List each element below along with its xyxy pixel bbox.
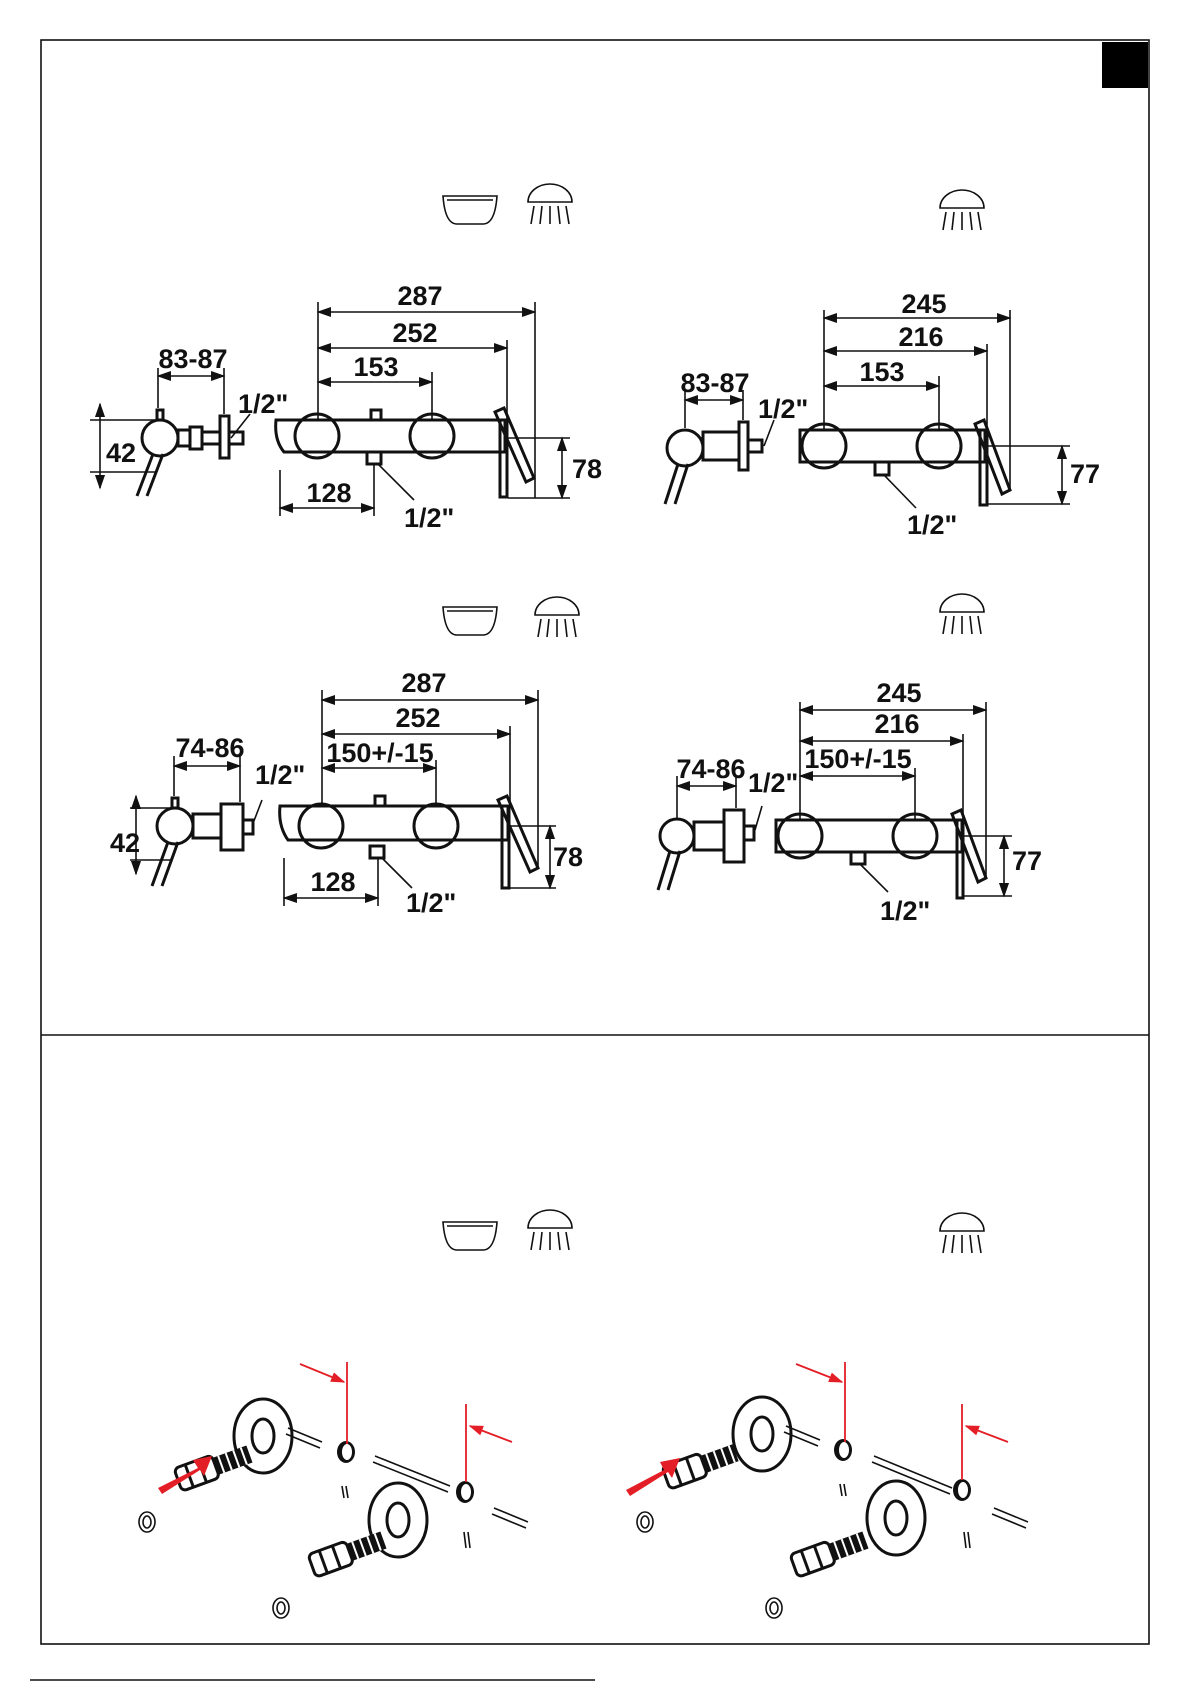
dim-body-length: 216	[898, 322, 943, 352]
corner-tab	[1102, 42, 1148, 88]
bathtub-icon	[443, 1222, 497, 1250]
dim-connector-range: 83-87	[680, 368, 749, 398]
dim-height: 77	[1012, 846, 1042, 876]
shower-head-icon	[528, 184, 572, 224]
dim-inlet-thread: 1/2"	[255, 760, 305, 790]
dim-connector-range: 74-86	[676, 754, 745, 784]
insert-direction-arrow	[158, 1456, 212, 1494]
dim-height: 78	[553, 842, 583, 872]
shower-connector-install-diagram	[626, 1362, 1028, 1618]
dim-side-height: 42	[110, 828, 140, 858]
insert-direction-arrow	[626, 1458, 680, 1496]
dim-inlet-thread: 1/2"	[748, 768, 798, 798]
shower-mixer-diagram-a: 245 216 153 83-87 1/2" 1/2" 77	[665, 289, 1100, 540]
shower-head-icon	[528, 1210, 572, 1250]
dim-center-distance: 153	[353, 352, 398, 382]
shower-head-icon	[940, 594, 984, 634]
dim-total-length: 245	[901, 289, 946, 319]
dim-outlet-thread: 1/2"	[406, 888, 456, 918]
dim-center-distance: 150+/-15	[326, 738, 433, 768]
bath-mixer-diagram-b: 287 252 150+/-15 74-86 1/2" 1/2" 128 78 …	[110, 668, 583, 918]
bathtub-icon	[443, 196, 497, 224]
dim-inlet-thread: 1/2"	[238, 389, 288, 419]
dim-height: 77	[1070, 459, 1100, 489]
dim-side-height: 42	[106, 438, 136, 468]
dim-total-length: 245	[876, 678, 921, 708]
dim-outlet-thread: 1/2"	[880, 896, 930, 926]
shower-head-icon	[940, 1213, 984, 1253]
shower-head-icon	[535, 597, 579, 637]
dim-height: 78	[572, 454, 602, 484]
dim-outlet-thread: 1/2"	[907, 510, 957, 540]
dim-center-distance: 150+/-15	[804, 744, 911, 774]
dim-body-length: 252	[392, 318, 437, 348]
bath-mixer-diagram-a: 287 252 153 83-87 1/2" 1/2" 128 78 42	[90, 281, 602, 533]
page-frame	[41, 40, 1149, 1644]
dim-outlet-thread: 1/2"	[404, 503, 454, 533]
dim-center-distance: 153	[859, 357, 904, 387]
dim-total-length: 287	[401, 668, 446, 698]
dim-total-length: 287	[397, 281, 442, 311]
bathtub-icon	[443, 607, 497, 635]
shower-head-icon	[940, 190, 984, 230]
dim-offset: 128	[310, 867, 355, 897]
dim-connector-range: 83-87	[158, 344, 227, 374]
dim-offset: 128	[306, 478, 351, 508]
dim-body-length: 216	[874, 709, 919, 739]
dim-inlet-thread: 1/2"	[758, 394, 808, 424]
dim-body-length: 252	[395, 703, 440, 733]
bath-connector-install-diagram	[139, 1362, 528, 1618]
dim-connector-range: 74-86	[175, 733, 244, 763]
shower-mixer-diagram-b: 245 216 150+/-15 74-86 1/2" 1/2" 77	[658, 678, 1042, 926]
